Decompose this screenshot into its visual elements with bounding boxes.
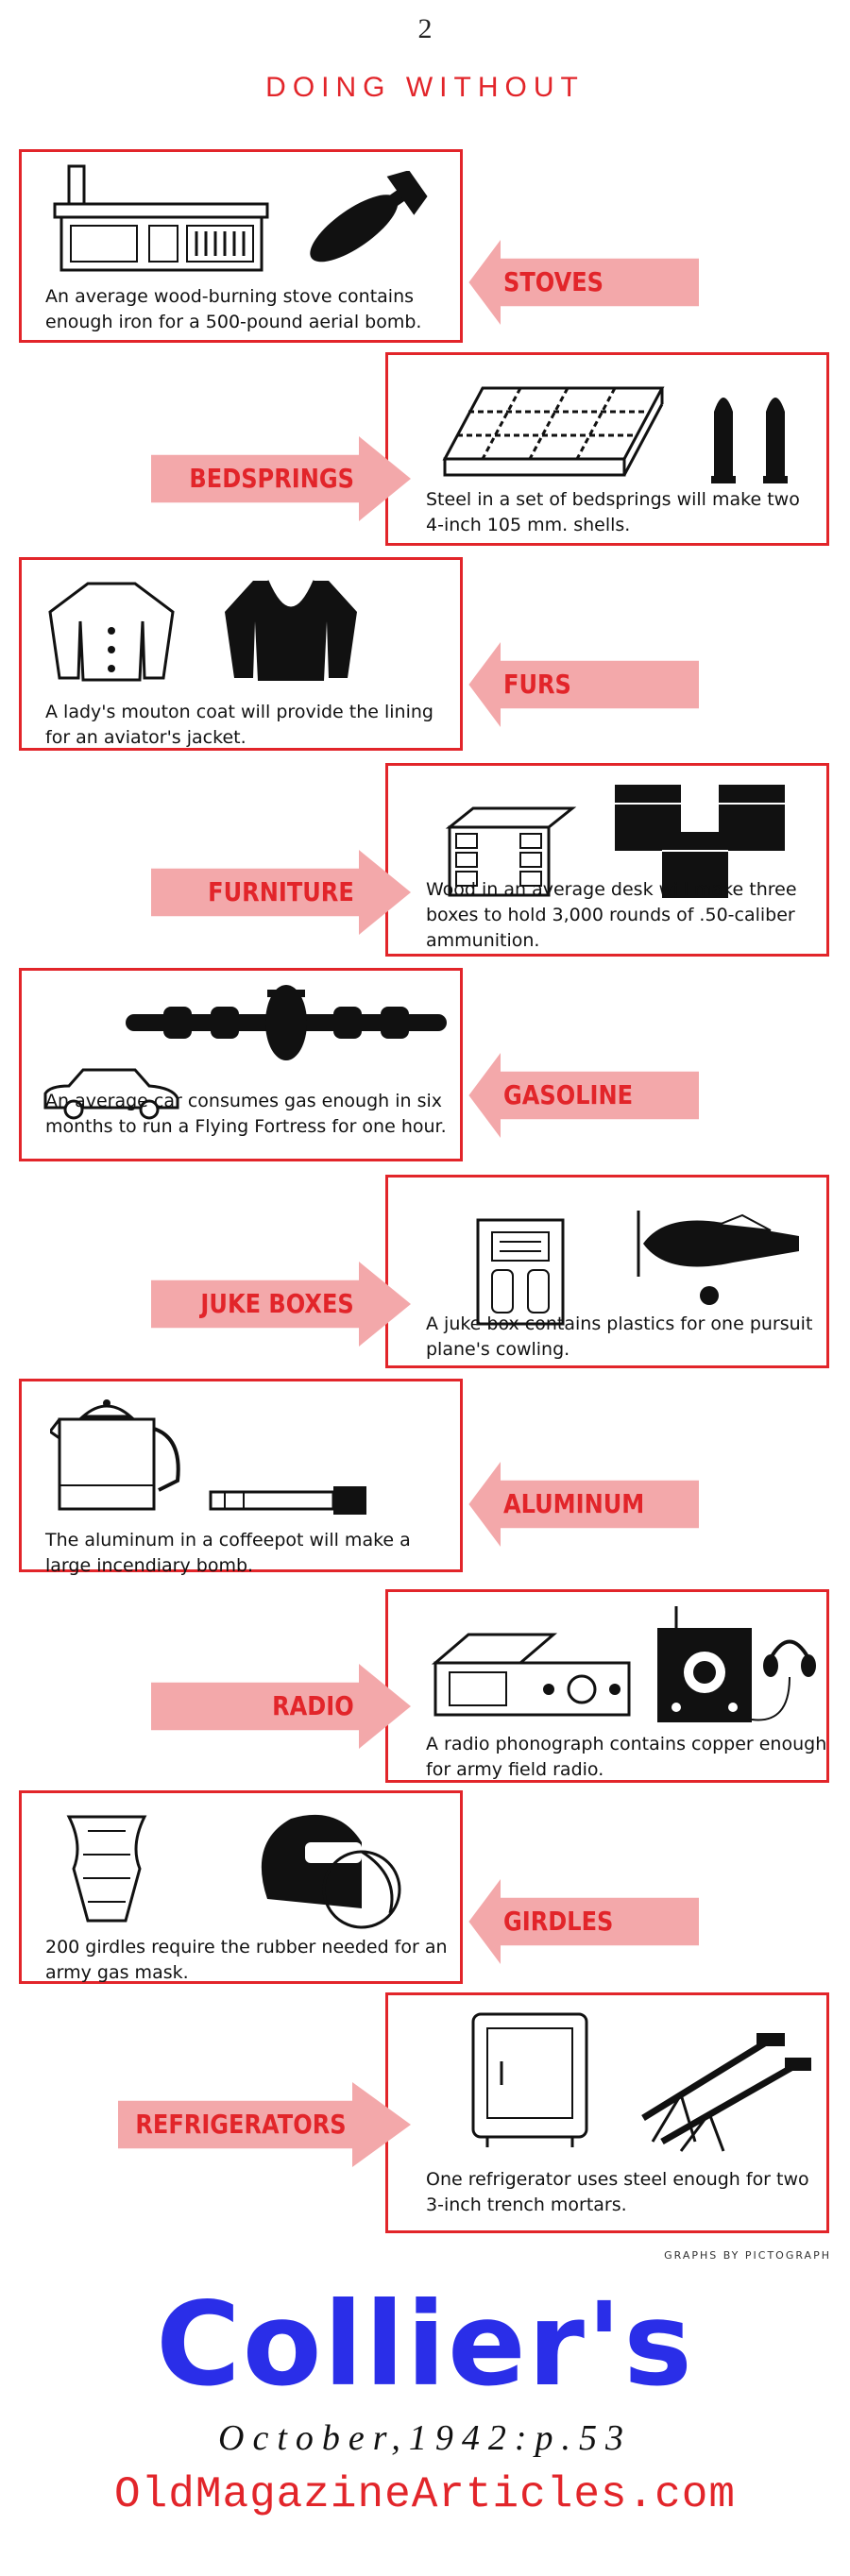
bedsprings-arrow: BEDSPRINGS xyxy=(151,436,411,521)
furs-panel: A lady's mouton coat will provide the li… xyxy=(19,557,463,751)
bedsprings-icon xyxy=(442,386,665,477)
fur-coat-icon xyxy=(48,582,175,682)
stoves-arrow: STOVES xyxy=(434,240,699,325)
girdles-panel: 200 girdles require the rubber needed fo… xyxy=(19,1790,463,1984)
refrigerators-panel: One refrigerator uses steel enough for t… xyxy=(385,1992,829,2233)
stoves-caption: An average wood-burning stove contains e… xyxy=(45,286,422,332)
radio-phonograph-icon xyxy=(431,1633,631,1717)
aluminum-caption: The aluminum in a coffeepot will make a … xyxy=(45,1530,411,1576)
furs-label: FURS xyxy=(502,669,571,700)
radio-label: RADIO xyxy=(271,1690,354,1721)
refrigerator-icon xyxy=(471,2012,588,2147)
aerial-bomb-icon xyxy=(310,171,428,263)
aluminum-label: ALUMINUM xyxy=(502,1488,645,1519)
car-icon xyxy=(43,1068,179,1120)
juke-boxes-arrow: JUKE BOXES xyxy=(151,1262,411,1347)
furs-arrow: FURS xyxy=(434,642,699,727)
radio-arrow: RADIO xyxy=(151,1664,411,1749)
gasoline-panel: An average car consumes gas enough in si… xyxy=(19,968,463,1161)
gasoline-arrow: GASOLINE xyxy=(434,1053,699,1138)
radio-panel: A radio phonograph contains copper enoug… xyxy=(385,1589,829,1783)
masthead-logo: Collier's xyxy=(156,2278,694,2412)
refrigerators-label: REFRIGERATORS xyxy=(135,2109,347,2140)
page-heading: DOING WITHOUT xyxy=(265,72,585,103)
website-link[interactable]: OldMagazineArticles.com xyxy=(114,2470,736,2519)
girdles-label: GIRDLES xyxy=(502,1906,614,1937)
issue-date: October,1942:p.53 xyxy=(218,2418,632,2458)
bedsprings-caption: Steel in a set of bedsprings will make t… xyxy=(426,489,800,535)
furniture-arrow: FURNITURE xyxy=(151,850,411,935)
juke-box-icon xyxy=(476,1218,565,1326)
aluminum-arrow: ALUMINUM xyxy=(434,1462,699,1547)
ammunition-boxes-icon xyxy=(615,785,785,898)
radio-caption: A radio phonograph contains copper enoug… xyxy=(426,1734,827,1780)
furniture-panel: Wood in an average desk will make three … xyxy=(385,763,829,957)
flying-fortress-icon xyxy=(126,985,447,1060)
graphs-credit: GRAPHS BY PICTOGRAPH xyxy=(664,2249,831,2262)
girdles-caption: 200 girdles require the rubber needed fo… xyxy=(45,1937,448,1983)
furniture-label: FURNITURE xyxy=(207,876,354,907)
refrigerators-caption: One refrigerator uses steel enough for t… xyxy=(426,2169,809,2215)
incendiary-bomb-icon xyxy=(209,1486,366,1515)
gasoline-label: GASOLINE xyxy=(502,1079,633,1110)
juke-boxes-panel: A juke box contains plastics for one pur… xyxy=(385,1175,829,1368)
girdles-arrow: GIRDLES xyxy=(434,1879,699,1964)
aviator-jacket-icon xyxy=(225,580,357,681)
juke-boxes-caption: A juke box contains plastics for one pur… xyxy=(426,1313,813,1360)
trench-mortars-icon xyxy=(641,2033,811,2152)
juke-boxes-label: JUKE BOXES xyxy=(200,1288,354,1319)
field-radio-icon xyxy=(657,1606,816,1722)
coffeepot-icon xyxy=(50,1399,180,1511)
bedsprings-panel: Steel in a set of bedsprings will make t… xyxy=(385,352,829,546)
bedsprings-label: BEDSPRINGS xyxy=(188,463,354,494)
stoves-label: STOVES xyxy=(502,266,604,297)
furniture-caption: Wood in an average desk will make three … xyxy=(426,879,797,951)
page-number: 2 xyxy=(417,13,433,44)
refrigerators-arrow: REFRIGERATORS xyxy=(118,2082,411,2167)
gasoline-caption: An average car consumes gas enough in si… xyxy=(45,1091,447,1137)
furs-caption: A lady's mouton coat will provide the li… xyxy=(45,702,434,748)
artillery-shells-icon xyxy=(711,398,788,483)
girdle-icon xyxy=(66,1815,147,1923)
desk-icon xyxy=(445,806,577,897)
gas-mask-icon xyxy=(261,1814,401,1929)
pursuit-plane-icon xyxy=(637,1211,799,1305)
stoves-panel: An average wood-burning stove contains e… xyxy=(19,149,463,343)
stove-icon xyxy=(53,164,269,272)
aluminum-panel: The aluminum in a coffeepot will make a … xyxy=(19,1379,463,1576)
